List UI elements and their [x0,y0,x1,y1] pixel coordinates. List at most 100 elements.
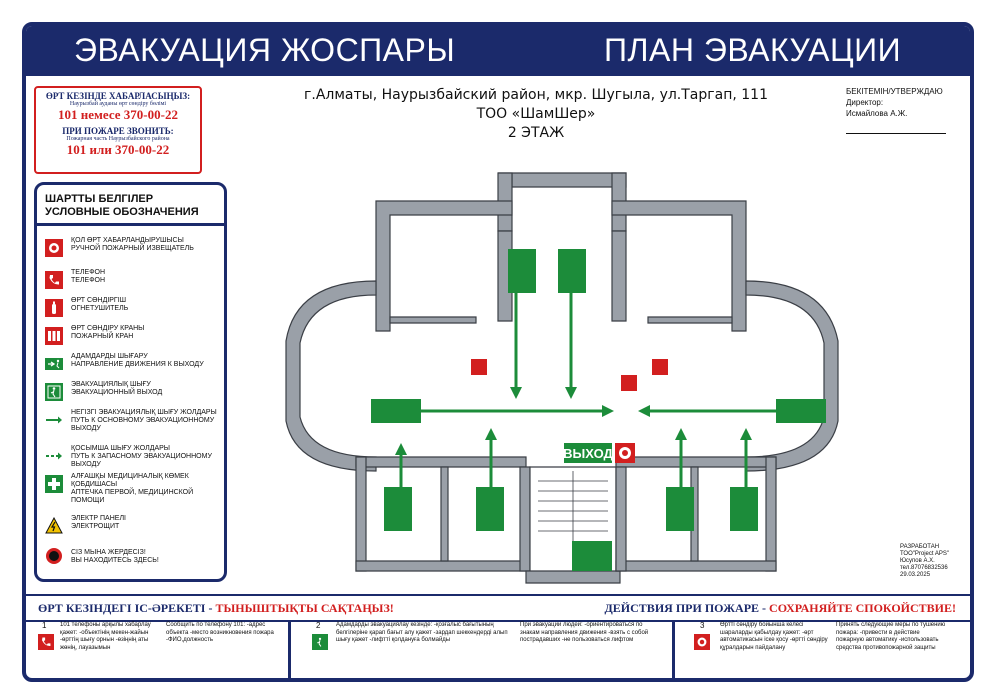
plan-wall [375,200,513,332]
plan-wall [355,560,527,572]
route-arrowhead [638,405,650,417]
title-ru: ПЛАН ЭВАКУАЦИИ [604,32,902,68]
step-text-kz: Өртті сөндіру бойынша келесі шараларды қ… [720,622,828,651]
address-line: г.Алматы, Наурызбайский район, мкр. Шугы… [304,87,768,103]
legend-text-ru: ВЫ НАХОДИТЕСЬ ЗДЕСЬ! [71,557,159,564]
address-block: г.Алматы, Наурызбайский район, мкр. Шугы… [266,86,806,143]
step-number: 1 [42,621,47,630]
legend-text-kz: ЭВАКУАЦИЯЛЫҚ ШЫҒУ [71,381,151,388]
approval-name: Исмайлова А.Ж. [846,109,908,118]
step-number: 2 [316,621,321,630]
developer-phone: тел.87076832536 [900,565,948,571]
exit-signs [371,249,826,571]
route-arrowhead [395,443,407,455]
route-arrowhead [602,405,614,417]
staircase [538,471,608,541]
floor-label: 2 ЭТАЖ [507,125,565,141]
plan-wall [615,560,777,572]
plan-wall [498,172,627,188]
legend-text-kz: ЭЛЕКТР ПАНЕЛІ [71,515,126,522]
phone-icon [45,271,63,289]
legend-text-kz: НЕГІЗГІ ЭВАКУАЦИЯЛЫҚ ШЫҒУ ЖОЛДАРЫ [71,409,217,416]
route-arrowhead [740,428,752,440]
evacuation-plan-frame: ЭВАКУАЦИЯ ЖОСПАРЫ ПЛАН ЭВАКУАЦИИ ӨРТ КЕЗ… [22,22,974,682]
legend-text-kz: ТЕЛЕФОН [71,269,106,276]
step-text-ru: Сообщить по телефону 101: -адрес объекта… [166,622,274,643]
manual-call-point-icon [694,634,710,650]
emergency-exit-icon [45,383,63,401]
legend-text-kz: ӨРТ СӨНДІРГІШ [71,297,127,304]
legend-heading-kz: ШАРТТЫ БЕЛГІЛЕР [45,193,154,205]
plan-wall [355,456,527,468]
emergency-exit-icon [312,634,328,650]
action-ru-prefix: ДЕЙСТВИЯ ПРИ ПОЖАРЕ - [604,601,770,615]
developer-label: РАЗРАБОТАН [900,544,940,550]
approval-role: Директор: [846,98,884,107]
plan-wall [615,456,777,468]
legend-text-kz: ҚОСЫМША ШЫҒУ ЖОЛДАРЫ [71,445,170,452]
route-arrowhead [565,387,577,399]
you-are-here-icon [46,548,62,564]
developer-company: ТОО"Project APS" [900,551,950,557]
plan-wall [611,200,747,332]
route-arrowhead [510,387,522,399]
contact-sub-kz: Наурызбай ауданы өрт сөндіру бөлімі [69,101,167,107]
legend-heading-ru: УСЛОВНЫЕ ОБОЗНАЧЕНИЯ [45,206,199,218]
legend-text-ru: ПОЖАРНЫЙ КРАН [71,333,134,340]
extinguisher-marker [621,375,637,391]
legend-text-ru: ПУТЬ К ЗАПАСНОМУ ЭВАКУАЦИОННОМУ ВЫХОДУ [71,453,212,468]
extinguisher-marker [652,359,668,375]
legend-text-ru: НАПРАВЛЕНИЕ ДВИЖЕНИЯ К ВЫХОДУ [71,361,204,368]
legend-text-ru: РУЧНОЙ ПОЖАРНЫЙ ИЗВЕЩАТЕЛЬ [71,245,194,252]
legend-divider [37,223,224,226]
legend-text-kz: АЛҒАШҚЫ МЕДИЦИНАЛЫҚ КӨМЕК ҚОБДИШАСЫ [71,473,189,488]
route-arrowhead [485,428,497,440]
action-kz-prefix: ӨРТ КЕЗІНДЕГІ ІС-ӘРЕКЕТІ - [38,601,216,615]
company-name: ТОО «ШамШер» [476,106,596,122]
extinguisher-marker [471,359,487,375]
plan-wall [647,316,733,324]
exit-direction-icon [45,358,63,370]
floor-plan: ВЫХОД [285,172,839,584]
legend-text-kz: ҚОЛ ӨРТ ХАБАРЛАНДЫРУШЫСЫ [71,237,184,244]
legend-text-ru: ОГНЕТУШИТЕЛЬ [71,305,129,312]
plan-wall [611,230,627,322]
approval-block: БЕКІТЕМІН/УТВЕРЖДАЮ Директор: Исмайлова … [846,86,966,134]
plan-wall [389,316,477,324]
step-text-kz: 101 телефоны арқылы хабарлау қажет: -объ… [60,622,151,651]
plan-wall [440,466,449,562]
developer-date: 29.03.2025 [900,572,931,578]
plan-wall [285,280,377,472]
plan-wall [745,280,839,472]
developer-block: РАЗРАБОТАН ТОО"Project APS" Юсупов А.Х. … [900,544,970,579]
legend-panel: ШАРТТЫ БЕЛГІЛЕР УСЛОВНЫЕ ОБОЗНАЧЕНИЯ ҚОЛ… [34,182,227,582]
legend-text-ru: ЭЛЕКТРОЩИТ [71,523,120,530]
developer-name: Юсупов А.Х. [900,558,935,564]
title-bar: ЭВАКУАЦИЯ ЖОСПАРЫ ПЛАН ЭВАКУАЦИИ [26,26,970,76]
signature-line [846,133,946,134]
legend-text-ru: ПУТЬ К ОСНОВНОМУ ЭВАКУАЦИОННОМУ ВЫХОДУ [71,417,215,432]
legend-text-kz: СІЗ МЫНА ЖЕРДЕСІЗ! [71,549,146,556]
title-kz: ЭВАКУАЦИЯ ЖОСПАРЫ [74,32,456,68]
plan-wall [355,456,367,572]
divider [672,622,675,678]
contact-sub-ru: Пожарная часть Наурызбайского района [66,136,170,142]
you-are-here-dot-center [622,450,628,456]
divider [288,622,291,678]
electrical-panel-icon [45,517,63,534]
extinguisher-icon [45,299,63,317]
step-text-kz: Адамдарды эвакуациялау кезінде: -қозғалы… [336,622,508,643]
fire-hydrant-icon [45,327,63,345]
contact-number-ru: 101 или 370-00-22 [66,142,170,157]
instructions-row: 1 101 телефоны арқылы хабарлау қажет: -о… [26,621,970,678]
main-route-arrow-icon [46,416,62,424]
